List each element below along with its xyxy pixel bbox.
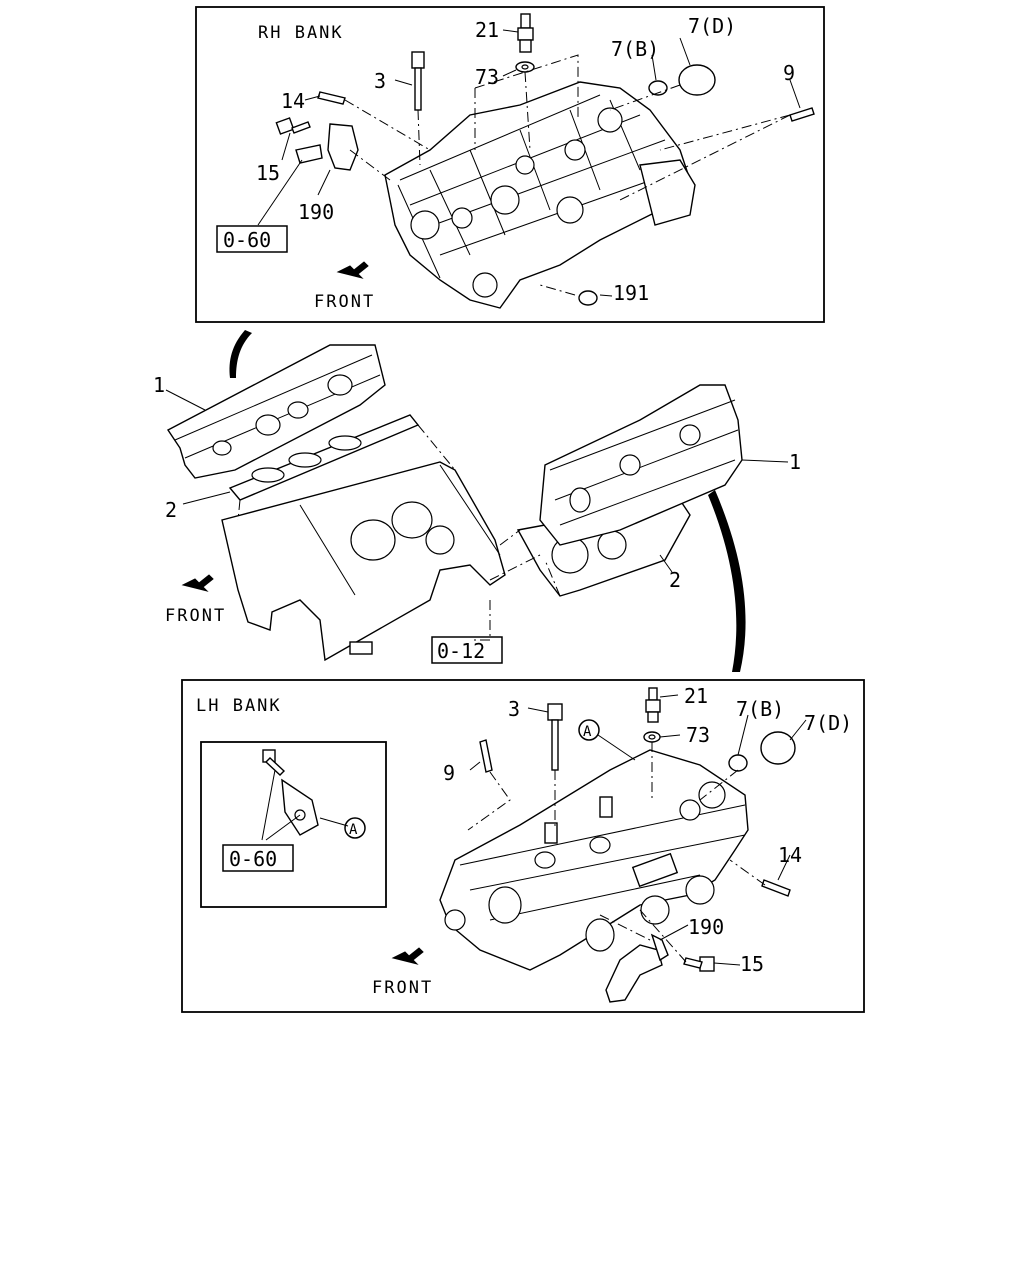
seal-73-rh — [515, 61, 535, 73]
cap-7d-rh — [678, 64, 716, 96]
mid-front-label: FRONT — [165, 606, 226, 626]
spark-plug-21-rh — [517, 13, 534, 53]
stud-14-rh — [317, 91, 346, 105]
lh-front-arrow-icon — [391, 947, 424, 965]
lh-label-9: 9 — [443, 761, 455, 785]
bolt-3-lh — [547, 703, 563, 771]
rh-label-7d: 7(D) — [688, 14, 736, 38]
seal-73-lh — [643, 731, 661, 743]
rh-label-21: 21 — [475, 18, 499, 42]
rh-label-73: 73 — [475, 65, 499, 89]
left-cylinder-head — [166, 344, 386, 479]
stud-9-lh — [479, 739, 493, 773]
mid-label-1-right: 1 — [789, 450, 801, 474]
mid-label-2-right: 2 — [669, 568, 681, 592]
bolt-15-rh — [275, 117, 311, 135]
rh-label-7b: 7(B) — [611, 37, 659, 61]
mid-label-1-left: 1 — [153, 373, 165, 397]
lh-label-21: 21 — [684, 684, 708, 708]
plug-7b-lh — [728, 754, 748, 772]
lh-bank-panel: LH BANK A 0-60 — [181, 679, 865, 1013]
lh-inset-callout-letter: A — [349, 822, 358, 838]
plug-191-rh — [578, 290, 598, 306]
rh-front-arrow-icon — [336, 261, 369, 279]
cap-7d-lh — [760, 731, 796, 765]
bracket-190-rh — [295, 123, 359, 171]
rh-label-9: 9 — [783, 61, 795, 85]
lh-label-7b: 7(B) — [736, 697, 784, 721]
lh-label-73: 73 — [686, 723, 710, 747]
stud-14-lh — [761, 879, 791, 897]
mid-ref-label: 0-12 — [437, 639, 485, 663]
rh-label-190: 190 — [298, 200, 334, 224]
stud-9-rh — [789, 107, 815, 122]
rh-label-3: 3 — [374, 69, 386, 93]
lh-inset-callout-circle — [344, 817, 366, 839]
lh-sweep-arc — [708, 490, 746, 672]
lh-inset: A 0-60 — [200, 741, 387, 908]
lh-label-15: 15 — [740, 952, 764, 976]
rh-bank-frame — [195, 6, 825, 323]
lh-label-190: 190 — [688, 915, 724, 939]
bolt-3-rh — [411, 51, 425, 111]
mid-ref-box — [431, 636, 503, 664]
rh-front-label: FRONT — [314, 292, 375, 312]
lh-inset-frame — [200, 741, 387, 908]
rh-sweep-arc — [229, 330, 252, 378]
lh-label-14: 14 — [778, 843, 802, 867]
lh-front-label: FRONT — [372, 978, 433, 998]
lh-cylinder-head — [439, 749, 749, 971]
lh-bank-title: LH BANK — [196, 696, 282, 716]
lh-bank-frame — [181, 679, 865, 1013]
bolt-15-lh — [683, 956, 715, 972]
lh-label-7d: 7(D) — [804, 711, 852, 735]
engine-block — [221, 461, 506, 662]
spark-plug-21-lh — [645, 687, 661, 723]
rh-bank-title: RH BANK — [258, 23, 344, 43]
rh-ref-label: 0-60 — [223, 228, 271, 252]
lh-callout-circle — [578, 719, 600, 741]
plug-7b-rh — [648, 80, 668, 96]
rh-cylinder-head — [384, 81, 696, 309]
lh-callout-letter: A — [583, 724, 592, 740]
rh-label-15: 15 — [256, 161, 280, 185]
mid-label-2-left: 2 — [165, 498, 177, 522]
rh-label-14: 14 — [281, 89, 305, 113]
rh-label-191: 191 — [613, 281, 649, 305]
lh-label-3: 3 — [508, 697, 520, 721]
rh-bank-panel: RH BANK — [195, 6, 825, 323]
right-cylinder-head — [539, 384, 743, 546]
mid-front-arrow-icon — [181, 574, 214, 592]
lh-inset-ref-box — [222, 844, 294, 872]
lh-inset-ref-label: 0-60 — [229, 847, 277, 871]
bracket-190-lh — [605, 933, 669, 1003]
rh-ref-box — [216, 225, 288, 253]
middle-section: 1 2 1 2 0-12 FRONT — [153, 330, 801, 672]
